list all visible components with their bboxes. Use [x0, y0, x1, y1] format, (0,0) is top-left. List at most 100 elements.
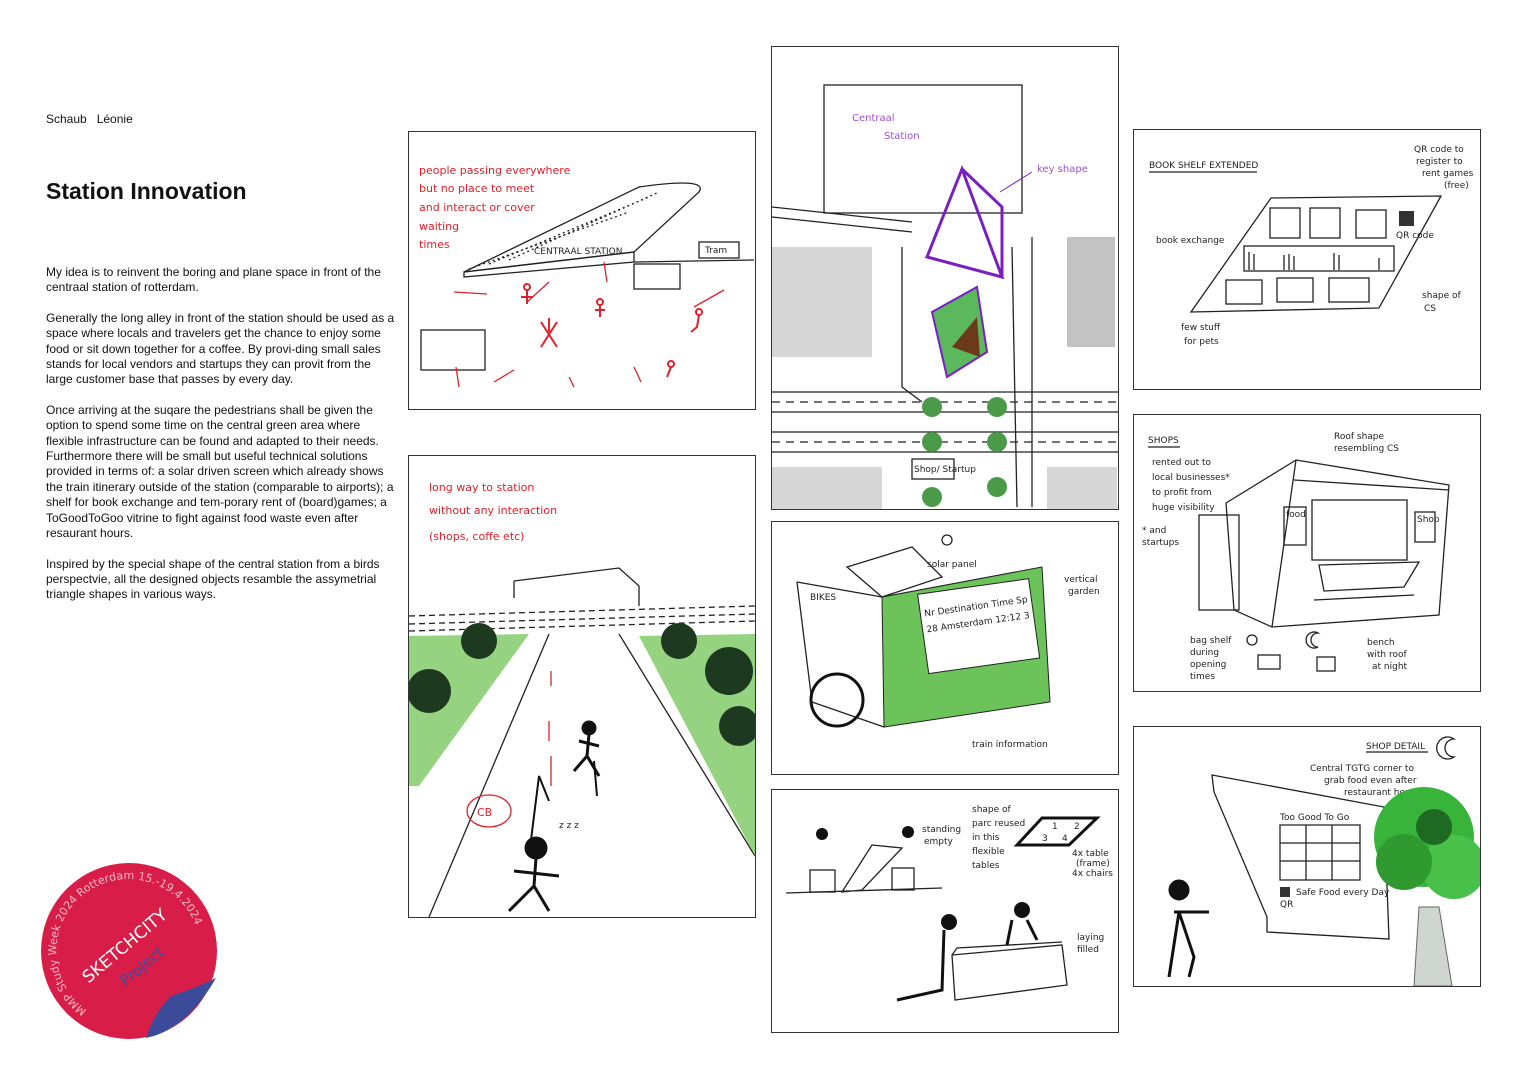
solar-panel — [845, 546, 944, 598]
description-paragraph: My idea is to reinvent the boring and pl… — [46, 265, 381, 295]
tgtg-note: grab food even after — [1324, 776, 1417, 786]
roof-note: resembling CS — [1334, 444, 1399, 454]
frame-label: 4x chairs — [1072, 869, 1113, 879]
shape-label: shape of — [972, 805, 1012, 815]
note: without any interaction — [429, 504, 557, 517]
food-sign: food — [1286, 510, 1306, 520]
shop-sign: Shop — [1417, 515, 1440, 525]
shelf-outline — [1189, 195, 1443, 313]
bag-note: times — [1190, 672, 1215, 682]
bag-note: bag shelf — [1190, 636, 1232, 646]
shops-heading: SHOPS — [1148, 436, 1179, 446]
table-number: 1 — [1052, 822, 1058, 832]
author-name: Schaub Léonie — [46, 112, 143, 126]
pets-label: for pets — [1184, 337, 1219, 347]
roof-note: Roof shape — [1334, 432, 1385, 442]
book-exchange-shelf — [1243, 245, 1395, 272]
table-number: 2 — [1074, 822, 1080, 832]
bench-icon — [1316, 656, 1336, 672]
shape-label: tables — [972, 861, 1000, 871]
shape-label: parc reused — [972, 819, 1025, 829]
sketch-bookshelf: BOOK SHELF EXTENDED QR code QR code to r… — [1133, 129, 1481, 390]
sketchcity-sticker: MMP Study Week 2024 Rotterdam 15.-19.4.2… — [36, 858, 222, 1044]
sketch-tables: standing empty shape of parc reused in t… — [771, 789, 1119, 1033]
frame-label: (frame) — [1076, 859, 1110, 869]
qr-note: QR code to — [1414, 145, 1464, 155]
station-roof — [513, 567, 640, 606]
train-board — [917, 578, 1041, 675]
qr-note: register to — [1416, 157, 1463, 167]
tram-sign: Tram — [704, 246, 727, 256]
station-roof — [463, 182, 701, 273]
bag-note: opening — [1190, 660, 1226, 670]
shape-label: CS — [1424, 304, 1436, 314]
tgtg-note: Central TGTG corner to — [1310, 764, 1414, 774]
author-last-name: Schaub — [46, 112, 87, 126]
person-icons — [507, 720, 601, 913]
shop-detail-heading: SHOP DETAIL — [1366, 742, 1425, 752]
description: My idea is to reinvent the boring and pl… — [46, 265, 398, 618]
page-title: Station Innovation — [46, 178, 247, 204]
garden-label: garden — [1068, 587, 1100, 597]
bench-note: with roof — [1367, 650, 1407, 660]
sketch-station-now: people passing everywhere but no place t… — [408, 131, 756, 410]
note: times — [419, 238, 450, 251]
description-paragraph: Once arriving at the suqare the pedestri… — [46, 402, 394, 541]
pets-label: few stuff — [1181, 323, 1221, 333]
key-shape-label: key shape — [1037, 164, 1088, 175]
pedestrian-icons — [521, 283, 703, 378]
qr-note: rent games — [1422, 169, 1474, 179]
tgtg-sign: Too Good To Go — [1279, 813, 1350, 823]
shape-label: flexible — [972, 847, 1005, 857]
qr-label: QR — [1280, 900, 1293, 910]
shop-kiosk: food Shop — [1198, 459, 1450, 628]
lying-label: laying — [1077, 933, 1104, 943]
sketch-solar-screen: solar panel Nr Destination Time Sp 28 Am… — [771, 521, 1119, 775]
person-icon — [1167, 879, 1209, 978]
author-first-name: Léonie — [96, 112, 133, 126]
tree-icons — [409, 623, 755, 746]
sun-icon — [1246, 634, 1258, 646]
lying-table — [896, 902, 1068, 1002]
moon-icon — [1305, 631, 1319, 649]
startups-note: startups — [1142, 538, 1179, 548]
tree-icon — [1374, 787, 1480, 986]
bookshelf-heading: BOOK SHELF EXTENDED — [1149, 161, 1258, 171]
sketch-shop-detail: SHOP DETAIL Central TGTG corner to grab … — [1133, 726, 1481, 987]
sketch-long-way: long way to station without any interact… — [408, 455, 756, 918]
station-label: Centraal — [852, 113, 895, 124]
tgtg-info: Safe Food every Day — [1296, 888, 1390, 898]
bikes-label: BIKES — [810, 593, 836, 603]
note: and interact or cover — [419, 201, 535, 214]
description-paragraph: Generally the long alley in front of the… — [46, 310, 395, 387]
qr-label: QR code — [1396, 231, 1434, 241]
note: long way to station — [429, 481, 534, 494]
parc-shape — [1013, 816, 1101, 847]
standing-label: empty — [924, 837, 954, 847]
qr-note: (free) — [1444, 181, 1469, 191]
snore-text: z z z — [559, 821, 579, 831]
shape-label: shape of — [1422, 291, 1462, 301]
moon-icon — [1436, 736, 1457, 760]
book-exchange-label: book exchange — [1156, 236, 1225, 246]
shop-label: Shop/ Startup — [914, 465, 976, 475]
sun-icon — [941, 534, 953, 546]
station-building — [823, 84, 1023, 214]
table-number: 4 — [1062, 834, 1068, 844]
bench-note: bench — [1367, 638, 1395, 648]
rented-note: rented out to — [1152, 458, 1212, 468]
key-shape — [924, 164, 1005, 280]
bag-note: during — [1190, 648, 1219, 658]
station-sign: CENTRAAL STATION — [534, 247, 622, 257]
bench-note: at night — [1372, 662, 1408, 672]
thought-bubble-text: CB — [477, 806, 492, 819]
rented-note: local businesses* — [1152, 473, 1230, 483]
frame-label: 4x table — [1072, 849, 1109, 859]
sketch-map: Centraal Station key shape Shop/ Startup — [771, 46, 1119, 510]
note: but no place to meet — [419, 182, 535, 195]
shape-label: in this — [972, 833, 1000, 843]
rented-note: huge visibility — [1152, 503, 1215, 513]
note: waiting — [419, 220, 459, 233]
train-info-label: train information — [972, 740, 1048, 750]
bike-wheel — [809, 672, 865, 728]
